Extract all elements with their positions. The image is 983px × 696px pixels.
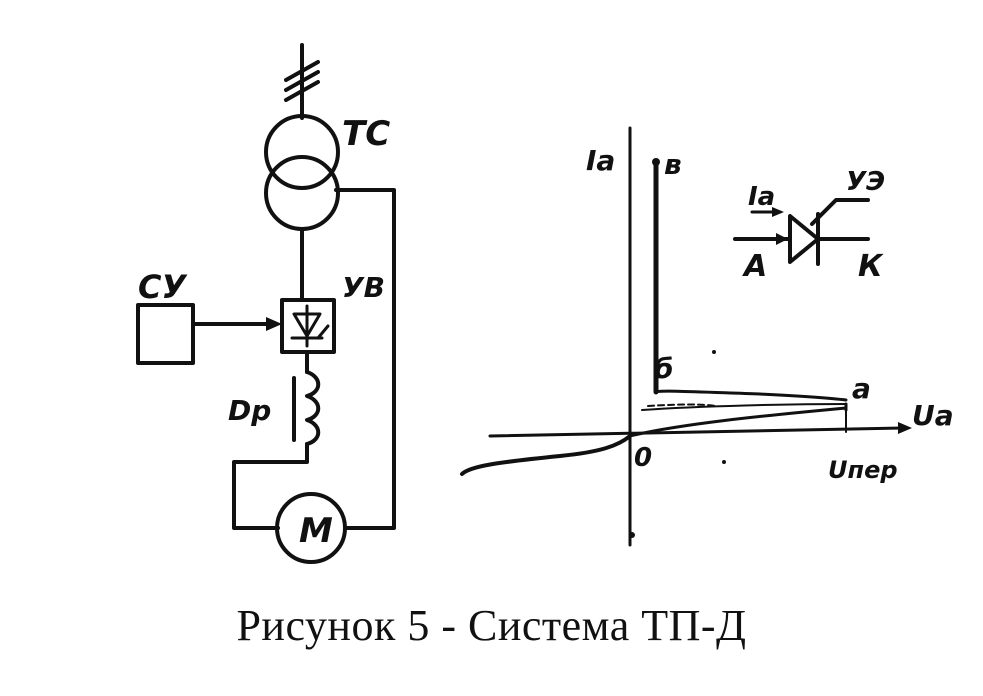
label-su: СУ <box>138 268 187 306</box>
label-point-a: а <box>852 372 871 405</box>
label-axis-y: Iа <box>586 144 615 177</box>
label-motor: М <box>299 511 333 551</box>
label-axis-x: Uа <box>912 399 954 432</box>
label-thyristor-k: К <box>858 249 884 284</box>
thyristor-symbol <box>733 198 870 266</box>
label-uv: УВ <box>342 271 385 304</box>
label-thyristor-a: А <box>742 249 767 284</box>
label-thyristor-current: Iа <box>748 182 775 212</box>
converter-uv <box>280 298 336 354</box>
circuit-schematic: ТС УВ СУ Dр <box>136 43 396 564</box>
label-ts: ТС <box>342 114 390 154</box>
thyristor-characteristic: Iа Uа в б а 0 Uпер <box>460 126 954 547</box>
figure-caption: Рисунок 5 - Система ТП-Д <box>236 601 747 650</box>
label-u-per: Uпер <box>828 456 898 484</box>
axis-x <box>488 426 907 438</box>
label-point-b: б <box>654 352 674 385</box>
transformer-ts <box>264 114 340 231</box>
label-thyristor-ue: УЭ <box>846 167 885 197</box>
motor-m <box>275 492 347 564</box>
choke-dr <box>292 370 321 446</box>
label-point-0: 0 <box>634 443 652 473</box>
three-phase-supply <box>284 43 320 120</box>
label-point-v: в <box>664 148 682 181</box>
control-system-su <box>136 303 282 365</box>
label-dr: Dр <box>228 394 271 427</box>
